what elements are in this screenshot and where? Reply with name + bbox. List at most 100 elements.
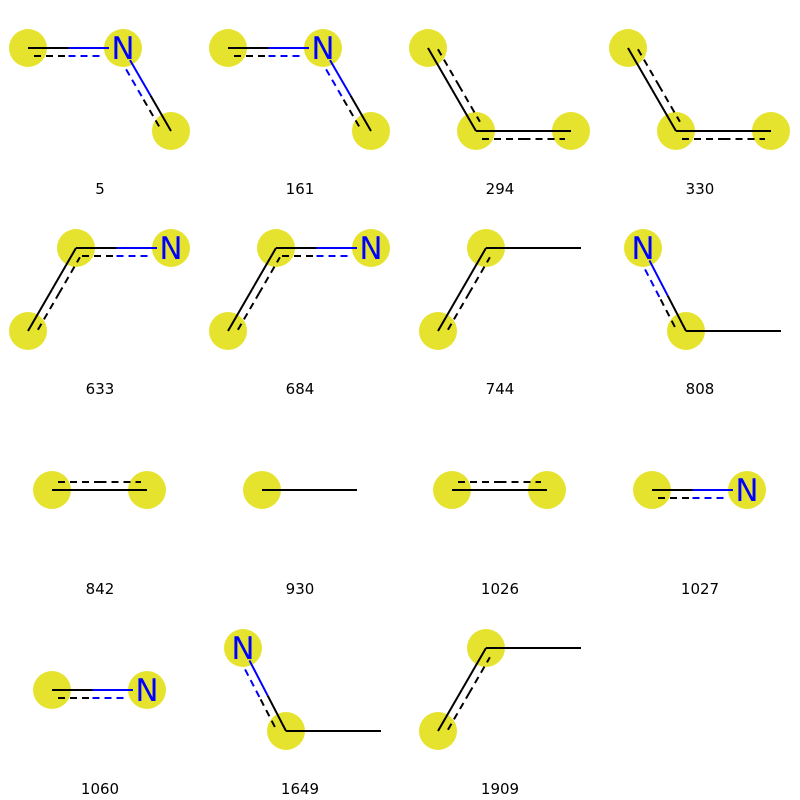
molecule-id-label: 330 [685, 180, 715, 198]
atom-highlight [128, 671, 166, 709]
atom-label-nitrogen: N [359, 231, 382, 267]
atom-label-nitrogen: N [735, 473, 758, 509]
molecule-cell: N 1060 [0, 600, 200, 800]
molecule-structure: N [33, 671, 166, 709]
bond-line [349, 95, 372, 132]
molecule-cell: 1909 [400, 600, 600, 800]
aromatic-bond-dash [237, 293, 260, 331]
atom-label-nitrogen: N [135, 673, 158, 709]
molecule-structure: N [9, 229, 190, 350]
molecule-id-label: 1026 [480, 580, 520, 598]
molecule-structure [243, 471, 357, 509]
molecule-cell: 1026 [400, 400, 600, 600]
bond-line [627, 47, 653, 91]
atom-highlight [728, 471, 766, 509]
bond-line [461, 247, 487, 291]
aromatic-bond-dash [259, 698, 278, 730]
atom-highlight [104, 29, 142, 67]
atom-label-nitrogen: N [231, 631, 254, 667]
molecule-structure [433, 471, 566, 509]
molecule-structure: N [624, 229, 781, 350]
bond-line [248, 659, 269, 697]
molecule-id-label: 744 [485, 380, 515, 398]
bond-line [427, 47, 453, 91]
bond-line [266, 695, 287, 732]
molecule-cell: N 161 [200, 0, 400, 200]
atom-label-nitrogen: N [631, 231, 654, 267]
molecule-id-label: 5 [95, 180, 105, 198]
bond-line [27, 288, 53, 332]
molecule-structure [609, 29, 790, 150]
molecule-cell: N 808 [600, 200, 800, 400]
aromatic-bond-dash [458, 84, 481, 123]
atom-highlight [304, 29, 342, 67]
aromatic-bond-dash [258, 256, 281, 295]
molecule-id-label: 294 [485, 180, 515, 198]
atom-highlight [152, 229, 190, 267]
bond-line [437, 688, 463, 732]
molecule-structure [33, 471, 166, 509]
bond-line [329, 59, 352, 97]
molecule-id-label: 930 [285, 580, 315, 598]
aromatic-bond-dash [468, 656, 491, 695]
aromatic-bond-dash [658, 84, 681, 123]
molecule-structure [419, 229, 581, 350]
aromatic-bond-dash [244, 668, 262, 700]
molecule-cell: 842 [0, 400, 200, 600]
aromatic-bond-dash [659, 298, 678, 330]
bond-line [461, 647, 487, 691]
aromatic-bond-dash [437, 48, 460, 86]
molecule-cell: N 1027 [600, 400, 800, 600]
molecule-structure: N [209, 229, 390, 350]
aromatic-bond-dash [58, 256, 81, 295]
aromatic-bond-dash [142, 99, 162, 131]
molecule-structure [419, 629, 581, 750]
aromatic-bond-dash [644, 268, 662, 300]
molecule-cell: N 684 [200, 200, 400, 400]
molecule-id-label: 1649 [280, 780, 320, 798]
bond-line [437, 288, 463, 332]
molecule-id-label: 684 [285, 380, 315, 398]
bond-line [51, 247, 77, 291]
molecule-id-label: 842 [85, 580, 115, 598]
molecule-id-label: 1060 [80, 780, 120, 798]
bond-line [149, 95, 172, 132]
molecule-structure: N [224, 629, 381, 750]
bond-line [648, 259, 669, 297]
aromatic-bond-dash [447, 293, 470, 331]
atom-label-nitrogen: N [159, 231, 182, 267]
atom-label-nitrogen: N [311, 31, 334, 67]
aromatic-bond-dash [342, 99, 362, 131]
molecule-structure [409, 29, 590, 150]
molecule-id-label: 1027 [680, 580, 720, 598]
molecule-id-label: 161 [285, 180, 315, 198]
molecule-cell: N 1649 [200, 600, 400, 800]
bond-line [227, 288, 253, 332]
aromatic-bond-dash [325, 68, 345, 101]
atom-label-nitrogen: N [111, 31, 134, 67]
bond-line [666, 295, 687, 332]
aromatic-bond-dash [447, 693, 470, 731]
bond-line [451, 88, 477, 132]
molecule-id-label: 633 [85, 380, 115, 398]
atom-highlight [224, 629, 262, 667]
bond-line [251, 247, 277, 291]
aromatic-bond-dash [637, 48, 660, 86]
molecule-id-label: 808 [685, 380, 715, 398]
atom-highlight [352, 229, 390, 267]
molecule-structure: N [9, 29, 190, 150]
molecule-structure: N [209, 29, 390, 150]
molecule-cell: 330 [600, 0, 800, 200]
molecule-cell: 294 [400, 0, 600, 200]
aromatic-bond-dash [37, 293, 60, 331]
aromatic-bond-dash [468, 256, 491, 295]
molecule-cell: 930 [200, 400, 400, 600]
molecule-structure: N [633, 471, 766, 509]
bond-line [651, 88, 677, 132]
bond-line [129, 59, 152, 97]
molecule-cell: 744 [400, 200, 600, 400]
atom-highlight [624, 229, 662, 267]
molecule-id-label: 1909 [480, 780, 520, 798]
